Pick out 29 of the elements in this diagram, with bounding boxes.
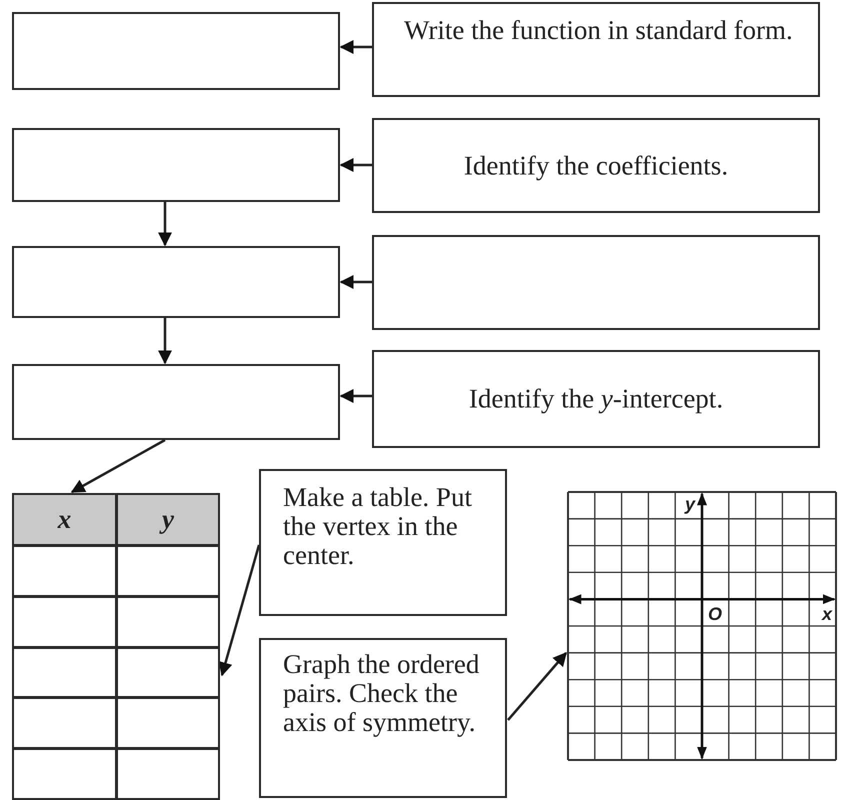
arrow xyxy=(340,389,372,403)
text-box xyxy=(12,364,340,440)
text-box xyxy=(12,128,340,202)
text-box xyxy=(259,469,507,616)
coordinate-grid xyxy=(568,492,836,760)
instruction-text: Make a table. Put the vertex in the center. xyxy=(283,483,473,570)
text-box xyxy=(259,638,507,798)
instruction-text: Graph the ordered pairs. Check the axis of symmetry. xyxy=(283,650,480,738)
arrow xyxy=(340,275,372,289)
instruction-text: Identify the y-intercept. xyxy=(468,384,724,414)
header-cell: y xyxy=(116,493,220,546)
text-box xyxy=(372,118,820,213)
text-box xyxy=(372,2,820,97)
arrow xyxy=(158,318,172,364)
instruction-text: Write the function in standard form. xyxy=(404,16,794,46)
arrow xyxy=(507,652,567,721)
instruction-text: Identify the coefficients. xyxy=(462,150,730,180)
text-box xyxy=(372,235,820,330)
arrow xyxy=(340,40,372,54)
origin-label: O xyxy=(708,605,722,624)
arrow xyxy=(158,202,172,246)
arrow xyxy=(340,158,372,172)
arrow xyxy=(218,544,260,676)
text-box xyxy=(372,350,820,448)
header-cell: x xyxy=(12,493,117,546)
table xyxy=(12,493,220,799)
text-box xyxy=(12,246,340,318)
text-box xyxy=(12,12,340,90)
arrow xyxy=(70,438,166,494)
